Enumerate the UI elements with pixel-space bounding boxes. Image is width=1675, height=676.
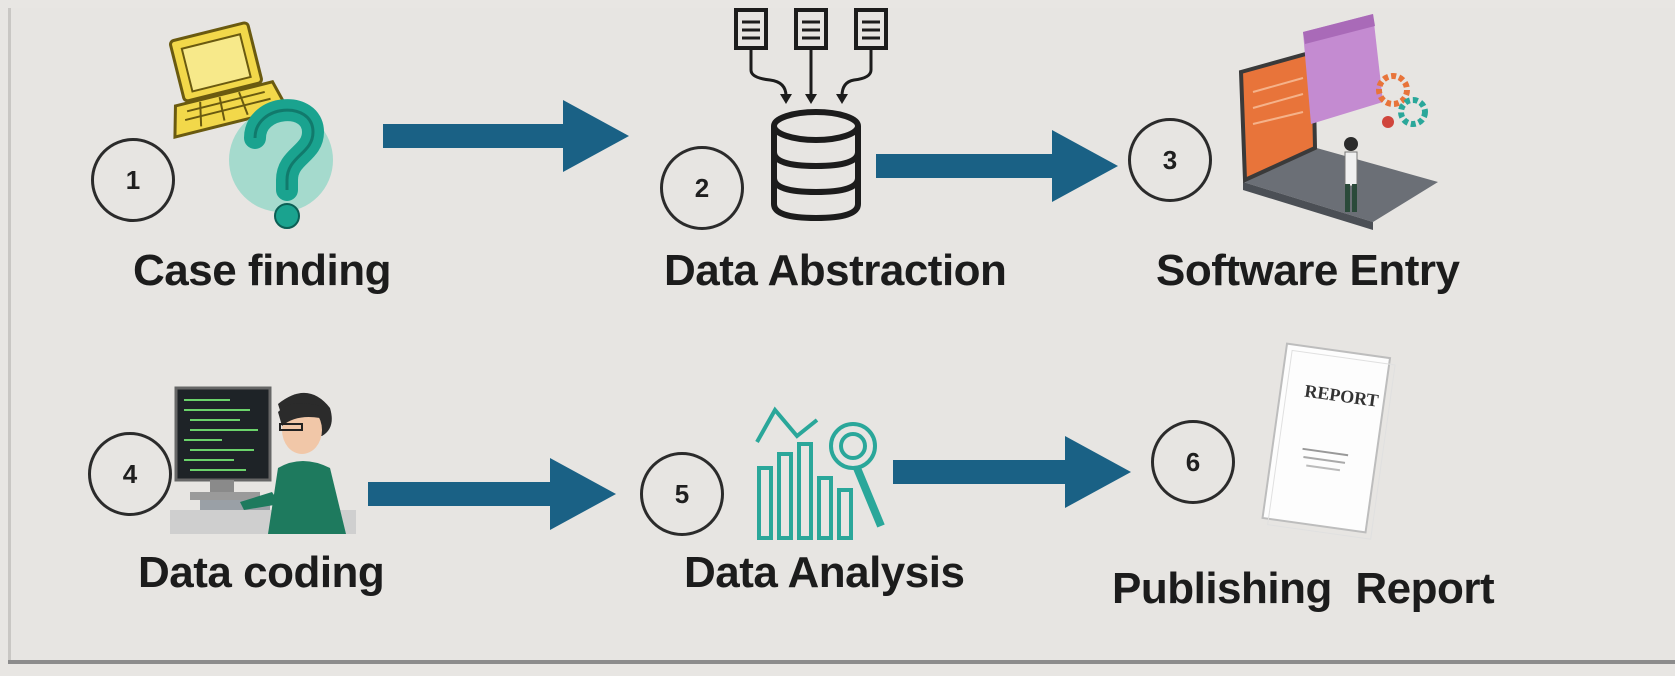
process-diagram: 1 Case finding 2 xyxy=(8,8,1675,664)
step-6-number: 6 xyxy=(1151,420,1235,504)
step-4-number: 4 xyxy=(88,432,172,516)
step-3-number: 3 xyxy=(1128,118,1212,202)
step-6-label: Publishing Report xyxy=(1112,564,1495,613)
person-computer-icon xyxy=(170,386,356,534)
step-2-label: Data Abstraction xyxy=(664,246,1007,295)
step-5-number: 5 xyxy=(640,452,724,536)
arrow-2-to-3 xyxy=(876,130,1118,202)
step-2-number: 2 xyxy=(660,146,744,230)
database-documents-icon xyxy=(734,8,888,222)
step-1-number: 1 xyxy=(91,138,175,222)
arrow-5-to-6 xyxy=(893,436,1131,508)
step-4-label: Data coding xyxy=(138,548,385,597)
laptop-person-icon xyxy=(1238,14,1438,230)
step-5-label: Data Analysis xyxy=(684,548,965,597)
step-3-label: Software Entry xyxy=(1156,246,1460,295)
laptop-question-icon xyxy=(169,21,333,229)
step-1-label: Case finding xyxy=(133,246,392,295)
chart-magnifier-icon xyxy=(755,406,885,540)
report-document-icon: REPORT xyxy=(1261,342,1396,540)
arrow-1-to-2 xyxy=(383,100,629,172)
arrow-4-to-5 xyxy=(368,458,616,530)
